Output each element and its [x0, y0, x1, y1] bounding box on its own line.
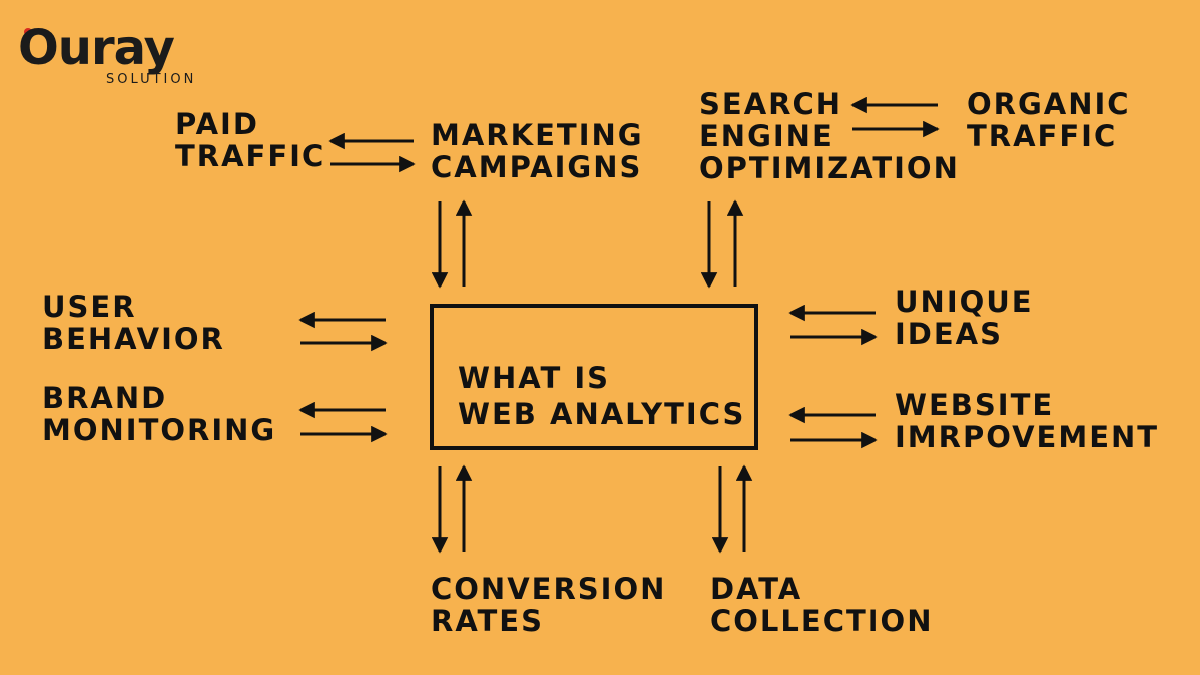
node-unique-ideas: UNIQUE IDEAS: [895, 286, 1034, 350]
logo-subtitle-text: SOLUTION: [106, 72, 197, 87]
node-user-behavior-line2: BEHAVIOR: [42, 322, 225, 356]
node-unique-ideas-line1: UNIQUE: [895, 285, 1034, 319]
node-marketing-campaigns: MARKETING CAMPAIGNS: [431, 119, 644, 183]
node-seo-line1: SEARCH: [699, 87, 843, 121]
center-title-line2: WEB ANALYTICS: [458, 397, 746, 431]
node-user-behavior-line1: USER: [42, 290, 137, 324]
node-organic-traffic-line1: ORGANIC: [967, 87, 1131, 121]
node-marketing-campaigns-line2: CAMPAIGNS: [431, 150, 643, 184]
center-title: WHAT IS WEB ANALYTICS: [458, 360, 745, 432]
node-organic-traffic-line2: TRAFFIC: [967, 119, 1118, 153]
node-brand-monitoring: BRAND MONITORING: [42, 382, 276, 446]
node-marketing-campaigns-line1: MARKETING: [431, 118, 644, 152]
center-title-line1: WHAT IS: [458, 361, 611, 395]
node-seo-line3: OPTIMIZATION: [699, 151, 960, 185]
node-brand-monitoring-line1: BRAND: [42, 381, 168, 415]
node-user-behavior: USER BEHAVIOR: [42, 291, 225, 355]
logo-brand-text: Ouray: [18, 20, 175, 76]
node-website-improvement-line1: WEBSITE: [895, 388, 1055, 422]
node-website-improvement: WEBSITE IMRPOVEMENT: [895, 389, 1159, 453]
logo-accent-dot: [24, 28, 32, 36]
node-paid-traffic-line2: TRAFFIC: [175, 139, 326, 173]
node-organic-traffic: ORGANIC TRAFFIC: [967, 88, 1131, 152]
node-conversion-rates-line1: CONVERSION: [431, 572, 667, 606]
node-data-collection-line1: DATA: [710, 572, 803, 606]
node-paid-traffic-line1: PAID: [175, 107, 259, 141]
node-conversion-rates-line2: RATES: [431, 604, 545, 638]
ouray-logo: Ouray SOLUTION: [18, 20, 228, 94]
node-seo-line2: ENGINE: [699, 119, 834, 153]
node-conversion-rates: CONVERSION RATES: [431, 573, 666, 637]
node-brand-monitoring-line2: MONITORING: [42, 413, 277, 447]
node-website-improvement-line2: IMRPOVEMENT: [895, 420, 1160, 454]
node-data-collection: DATA COLLECTION: [710, 573, 933, 637]
center-box: WHAT IS WEB ANALYTICS: [430, 304, 758, 450]
node-search-engine-optimization: SEARCH ENGINE OPTIMIZATION: [699, 88, 960, 184]
node-paid-traffic: PAID TRAFFIC: [175, 108, 325, 172]
node-data-collection-line2: COLLECTION: [710, 604, 934, 638]
node-unique-ideas-line2: IDEAS: [895, 317, 1004, 351]
